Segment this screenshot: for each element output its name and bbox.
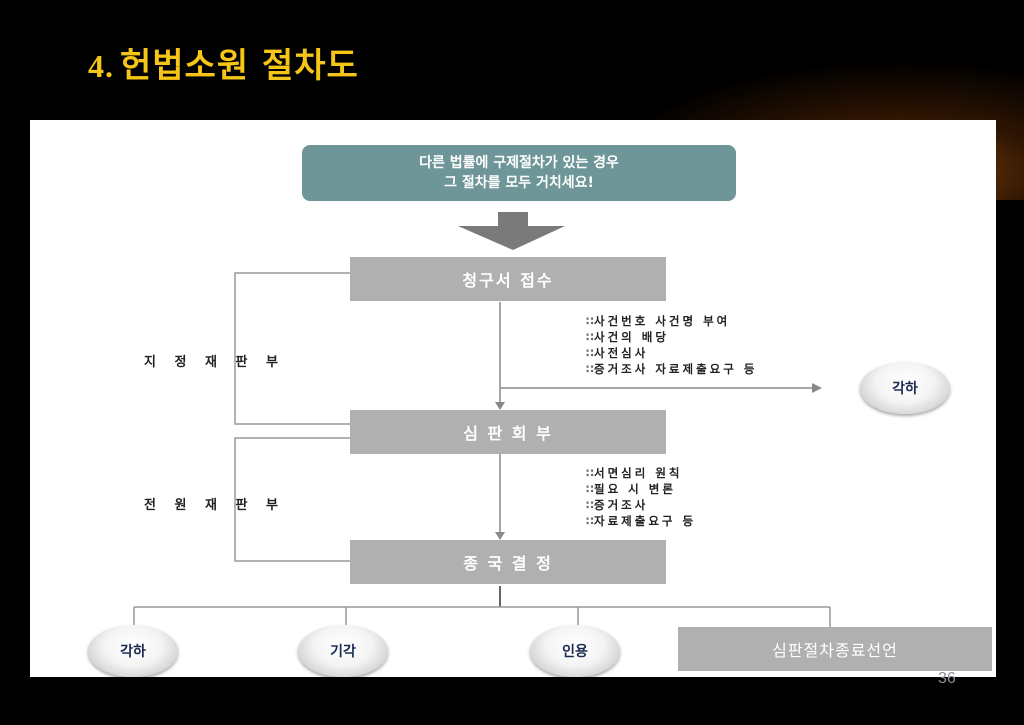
note-item: 사전심사 — [586, 345, 757, 361]
flowchart-panel: 다른 법률에 구제절차가 있는 경우 그 절차를 모두 거치세요! 청구서 접수… — [30, 120, 996, 677]
slide-title: 4.헌법소원 절차도 — [88, 38, 359, 87]
precondition-line-1: 다른 법률에 구제절차가 있는 경우 — [419, 155, 619, 171]
outcome-acceptance: 인용 — [530, 625, 620, 677]
end-of-proceedings-box: 심판절차종료선언 — [678, 627, 992, 671]
side-label-full: 전 원 재 판 부 — [144, 498, 285, 513]
precondition-line-2: 그 절차를 모두 거치세요! — [444, 175, 594, 191]
side-label-designated: 지 정 재 판 부 — [144, 355, 285, 370]
note-item: 필요 시 변론 — [586, 481, 696, 497]
big-down-arrow — [458, 226, 565, 250]
note-item: 사건의 배당 — [586, 329, 757, 345]
arrowhead-decision — [495, 532, 505, 540]
outcome-dismissal-right: 각하 — [860, 362, 950, 414]
note-item: 자료제출요구 등 — [586, 513, 696, 529]
step-referral: 심 판 회 부 — [350, 410, 666, 454]
title-number: 4. — [88, 48, 114, 84]
bracket-designated — [234, 272, 350, 425]
step-receipt: 청구서 접수 — [350, 257, 666, 301]
outcome-rejection: 기각 — [298, 625, 388, 677]
title-text: 헌법소원 절차도 — [120, 46, 359, 86]
outcome-dismissal: 각하 — [88, 625, 178, 677]
flowchart-lines — [133, 212, 831, 627]
note-item: 증거조사 자료제출요구 등 — [586, 361, 757, 377]
precondition-box: 다른 법률에 구제절차가 있는 경우 그 절차를 모두 거치세요! — [302, 145, 736, 201]
note-item: 서면심리 원칙 — [586, 465, 696, 481]
page-number: 36 — [938, 670, 956, 687]
bracket-full — [234, 437, 350, 562]
arrowhead-referral — [495, 402, 505, 410]
notes-after-referral: 서면심리 원칙 필요 시 변론 증거조사 자료제출요구 등 — [586, 465, 696, 529]
arrowhead-right-outcome — [812, 383, 822, 393]
note-item: 증거조사 — [586, 497, 696, 513]
big-arrow-stem — [498, 212, 528, 226]
note-item: 사건번호 사건명 부여 — [586, 313, 757, 329]
step-decision: 종 국 결 정 — [350, 540, 666, 584]
notes-after-receipt: 사건번호 사건명 부여 사건의 배당 사전심사 증거조사 자료제출요구 등 — [586, 313, 757, 377]
